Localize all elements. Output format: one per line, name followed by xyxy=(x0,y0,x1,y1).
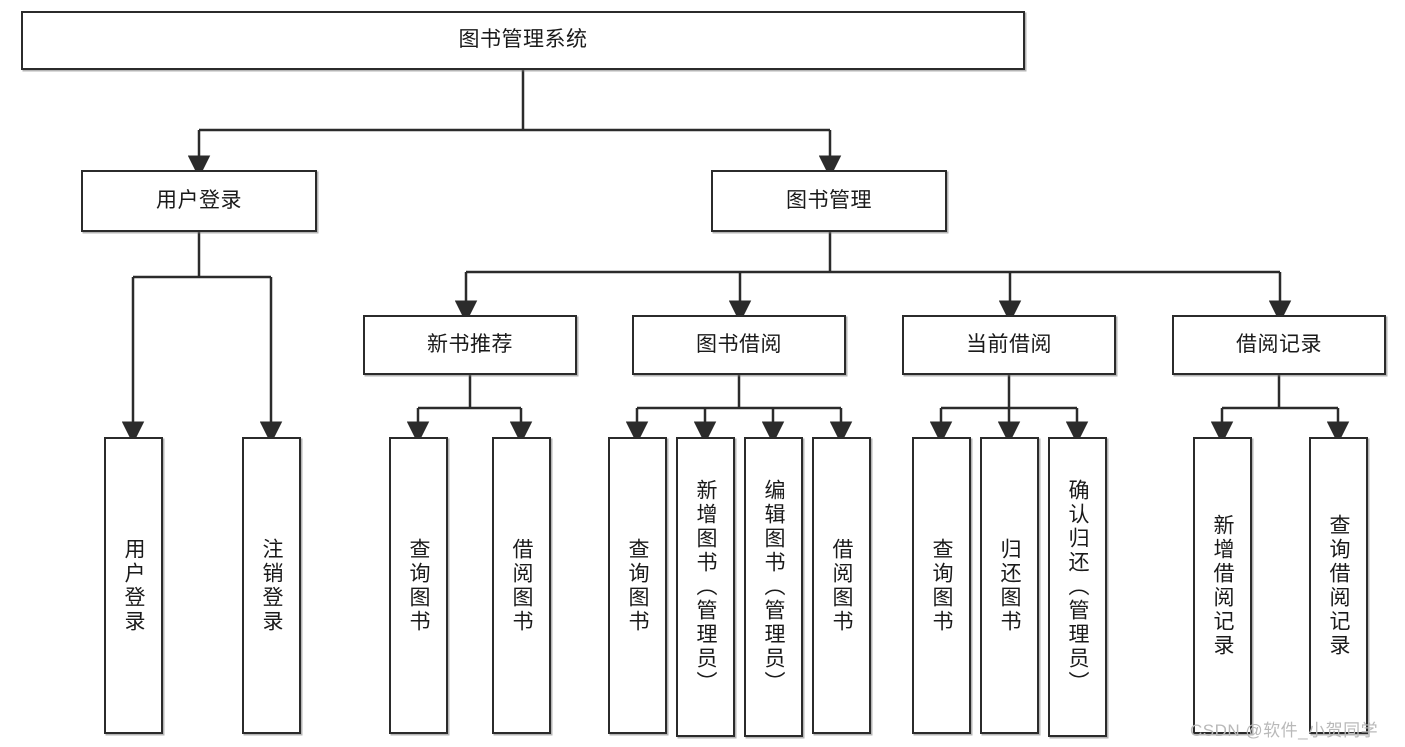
leaf-current-return-book[interactable]: 归还图书 xyxy=(980,437,1039,734)
leaf-borrow-borrow-book[interactable]: 借阅图书 xyxy=(812,437,871,734)
node-label: 归还图书 xyxy=(998,537,1021,634)
node-label: 新增借阅记录 xyxy=(1211,513,1234,658)
node-book-borrow[interactable]: 图书借阅 xyxy=(632,315,846,375)
node-root-system[interactable]: 图书管理系统 xyxy=(21,11,1025,70)
node-label: 查询图书 xyxy=(626,537,649,634)
node-borrow-record[interactable]: 借阅记录 xyxy=(1172,315,1386,375)
node-label: 新书推荐 xyxy=(427,332,513,356)
leaf-record-query-record[interactable]: 查询借阅记录 xyxy=(1309,437,1368,734)
node-user-login[interactable]: 用户登录 xyxy=(81,170,317,232)
node-label: 查询图书 xyxy=(930,537,953,634)
leaf-record-add-record[interactable]: 新增借阅记录 xyxy=(1193,437,1252,734)
node-label: 用户登录 xyxy=(122,537,145,634)
node-label: 借阅图书 xyxy=(510,537,533,634)
leaf-borrow-edit-book-admin[interactable]: 编辑图书（管理员） xyxy=(744,437,803,737)
node-label: 当前借阅 xyxy=(966,332,1052,356)
node-label: 新增图书（管理员） xyxy=(694,479,717,695)
leaf-borrow-query-book[interactable]: 查询图书 xyxy=(608,437,667,734)
node-label: 确认归还（管理员） xyxy=(1066,479,1089,695)
node-label: 图书管理 xyxy=(786,188,872,212)
leaf-recommend-query-book[interactable]: 查询图书 xyxy=(389,437,448,734)
node-label: 借阅图书 xyxy=(830,537,853,634)
leaf-user-login[interactable]: 用户登录 xyxy=(104,437,163,734)
node-label: 图书借阅 xyxy=(696,332,782,356)
node-label: 注销登录 xyxy=(260,537,283,634)
node-label: 查询图书 xyxy=(407,537,430,634)
node-label: 查询借阅记录 xyxy=(1327,513,1350,658)
csdn-watermark: CSDN @软件_小贺同学 xyxy=(1190,721,1379,740)
leaf-recommend-borrow-book[interactable]: 借阅图书 xyxy=(492,437,551,734)
leaf-current-confirm-return-admin[interactable]: 确认归还（管理员） xyxy=(1048,437,1107,737)
node-current-borrow[interactable]: 当前借阅 xyxy=(902,315,1116,375)
leaf-borrow-add-book-admin[interactable]: 新增图书（管理员） xyxy=(676,437,735,737)
node-label: 图书管理系统 xyxy=(458,28,588,52)
node-label: 编辑图书（管理员） xyxy=(762,479,785,695)
node-label: 用户登录 xyxy=(156,188,242,212)
leaf-current-query-book[interactable]: 查询图书 xyxy=(912,437,971,734)
leaf-user-logout[interactable]: 注销登录 xyxy=(242,437,301,734)
node-label: 借阅记录 xyxy=(1236,332,1322,356)
node-book-management[interactable]: 图书管理 xyxy=(711,170,947,232)
node-new-book-recommend[interactable]: 新书推荐 xyxy=(363,315,577,375)
